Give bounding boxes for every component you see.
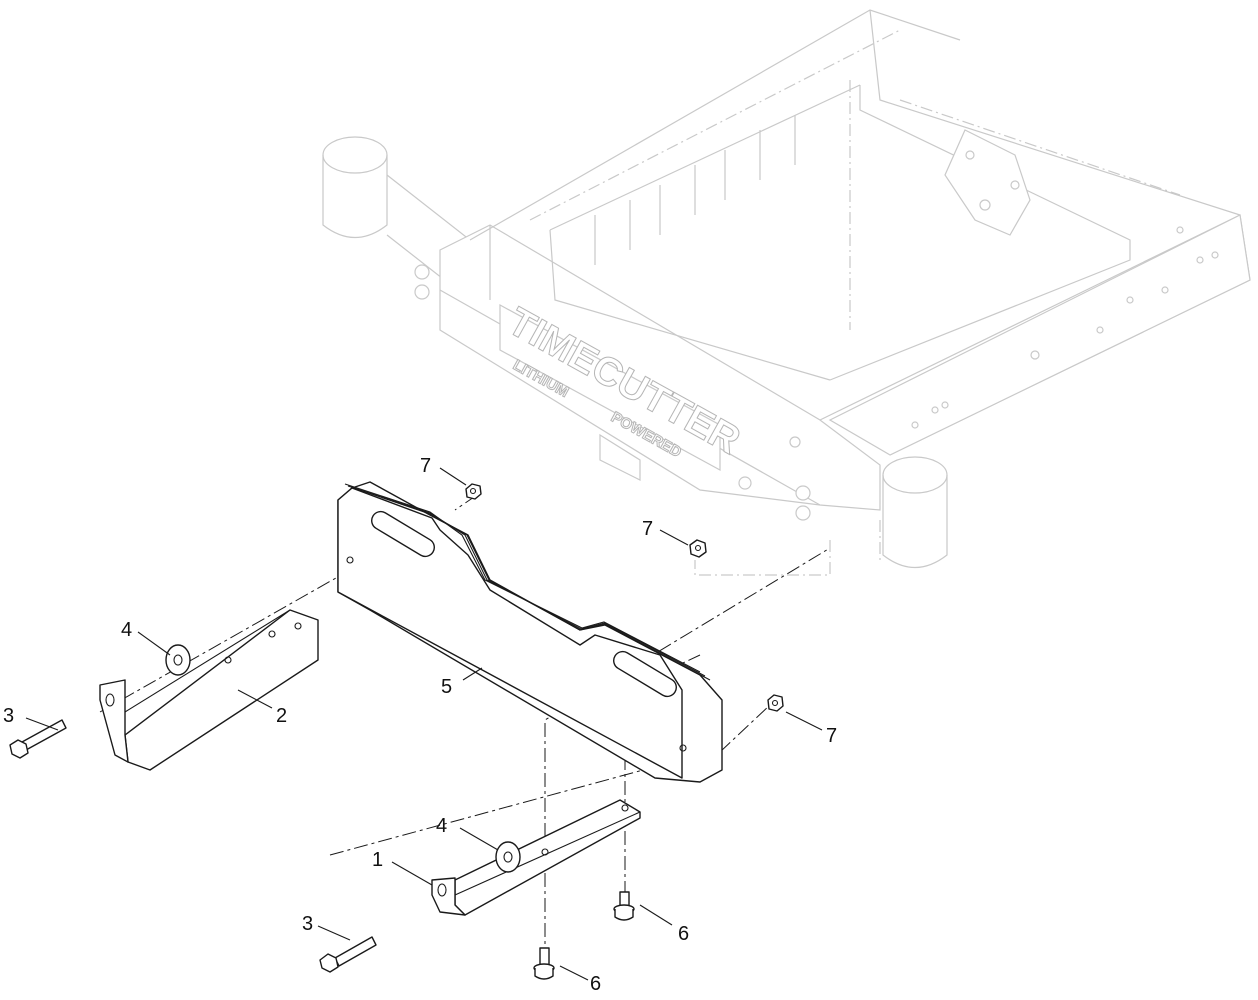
callout-1: 1 [372,849,383,871]
callout-5: 5 [441,676,452,698]
leader-lines [25,467,823,981]
part-4-washer-lower [495,841,521,873]
callout-7-top: 7 [420,455,431,477]
part-5-weight-plate-stack [337,481,723,783]
part-3-bolt-lower [319,936,377,973]
part-6-bolt-right [613,891,635,921]
part-1-lower-mounting-bracket [431,799,641,916]
callout-3-lower: 3 [302,913,313,935]
part-4-washer-upper [165,644,191,676]
callout-labels: 1 2 3 3 4 4 5 6 6 7 7 7 [3,455,837,995]
part-6-bolt-left [533,947,555,980]
part-2-upper-mounting-bracket [99,609,319,771]
part-7-nut-middle [689,539,707,558]
callout-6-right: 6 [678,923,689,945]
part-3-bolt-upper [9,719,67,759]
callout-6-left: 6 [590,973,601,995]
callout-2: 2 [276,705,287,727]
mower-frame: TIMECUTTER LITHIUM POWERED [322,9,1251,576]
part-7-nut-right [767,694,784,712]
callout-7-middle: 7 [642,518,653,540]
callout-4-upper: 4 [121,619,132,641]
callout-7-right: 7 [826,725,837,747]
callout-3-upper: 3 [3,705,14,727]
callout-4-lower: 4 [436,815,447,837]
part-7-nut-top [465,483,482,500]
